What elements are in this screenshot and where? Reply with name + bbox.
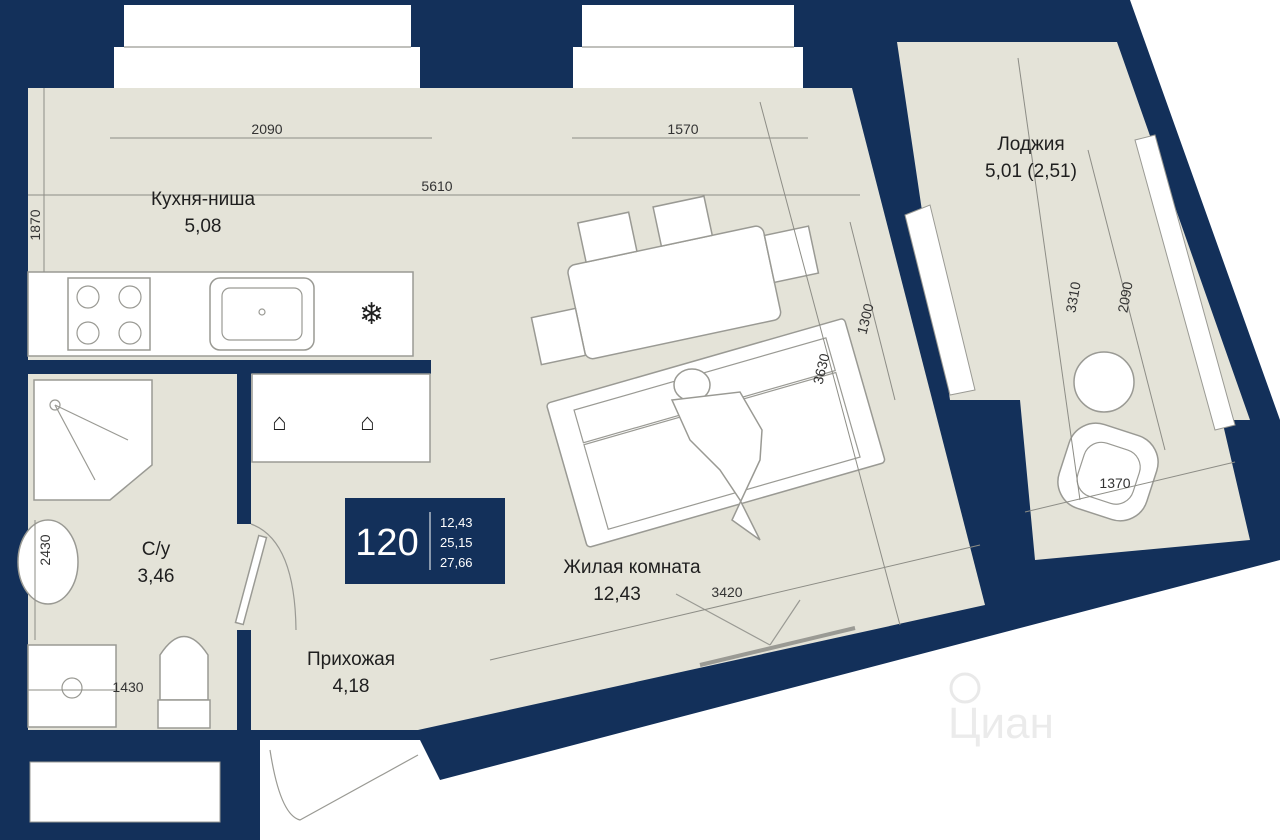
- dim-label: 5610: [421, 178, 452, 194]
- badge-area-living: 12,43: [440, 515, 473, 530]
- kitchen-name: Кухня-ниша: [151, 189, 256, 210]
- kitchen-wall: [28, 360, 431, 374]
- loggia-window: [1134, 134, 1236, 431]
- kitchen-area: 5,08: [185, 216, 222, 237]
- bottom-wall: [28, 730, 260, 752]
- dim-line: [489, 544, 981, 661]
- dim-line: [1087, 149, 1166, 451]
- window-right-sill: [573, 47, 803, 88]
- watermark-text: Циан: [948, 699, 1054, 748]
- dim-label: 1300: [854, 302, 877, 336]
- stove-icon: [67, 277, 151, 351]
- bathroom-wall-lower: [237, 630, 251, 730]
- loggia-area: 5,01 (2,51): [985, 161, 1077, 182]
- bathroom-name: С/у: [142, 539, 171, 560]
- sliding-panel: [699, 626, 856, 667]
- toilet-icon: [157, 635, 211, 729]
- window-left: [124, 5, 411, 47]
- living-room-area: 12,43: [593, 584, 641, 605]
- storage-closet: [29, 761, 221, 823]
- dim-label: 2090: [1114, 280, 1135, 314]
- cian-logo-icon: Циан: [948, 672, 1054, 748]
- washing-machine: [27, 644, 117, 728]
- hall-area: 4,18: [333, 676, 370, 697]
- entrance-door: [269, 749, 419, 821]
- shower-tray: [33, 379, 153, 501]
- snowflake-icon: ❄: [359, 298, 384, 331]
- dim-line: [1017, 57, 1081, 501]
- dim-label: 1870: [27, 209, 43, 240]
- shower-head-icon: [49, 399, 61, 411]
- dim-label: 3420: [711, 584, 742, 600]
- hanger-icon: ⌂: [272, 409, 287, 436]
- dim-line: [1024, 461, 1236, 513]
- washbasin: [17, 519, 79, 605]
- dim-label: 3630: [810, 352, 833, 386]
- balcony-door: [904, 204, 976, 396]
- badge-number: 120: [355, 522, 418, 564]
- dim-label: 1430: [112, 679, 143, 695]
- dim-line: [759, 101, 901, 626]
- sink-icon: [209, 277, 315, 351]
- bathroom-door: [250, 523, 297, 631]
- door-swing-line: [769, 599, 801, 646]
- dim-label: 2090: [251, 121, 282, 137]
- dim-label: 1570: [667, 121, 698, 137]
- side-table: [1073, 351, 1135, 413]
- person-icon: [670, 368, 763, 541]
- dim-label: 3310: [1062, 280, 1083, 314]
- shower-line: [54, 404, 96, 481]
- bathroom-wall-upper: [237, 374, 251, 524]
- washing-machine-drum-icon: [61, 677, 83, 699]
- hall-name: Прихожая: [307, 649, 395, 670]
- loggia-name: Лоджия: [997, 134, 1064, 155]
- door-swing-line: [675, 593, 771, 646]
- dim-label: 1370: [1099, 475, 1130, 491]
- dim-line: [849, 221, 896, 401]
- living-room-name: Жилая комната: [563, 557, 701, 578]
- wardrobe: [251, 373, 431, 463]
- window-left-sill: [114, 47, 420, 88]
- shower-line: [54, 404, 129, 441]
- dim-label: 2430: [37, 534, 53, 565]
- dining-table: [530, 195, 820, 366]
- bathroom-area: 3,46: [138, 566, 175, 587]
- bathroom-door-leaf: [234, 534, 268, 626]
- badge-area-with-loggia: 27,66: [440, 555, 473, 570]
- badge-area-total: 25,15: [440, 535, 473, 550]
- area-badge: 120 12,43 25,15 27,66: [345, 498, 505, 584]
- armchair: [1057, 422, 1159, 522]
- hanger-icon: ⌂: [360, 409, 375, 436]
- window-right: [582, 5, 794, 47]
